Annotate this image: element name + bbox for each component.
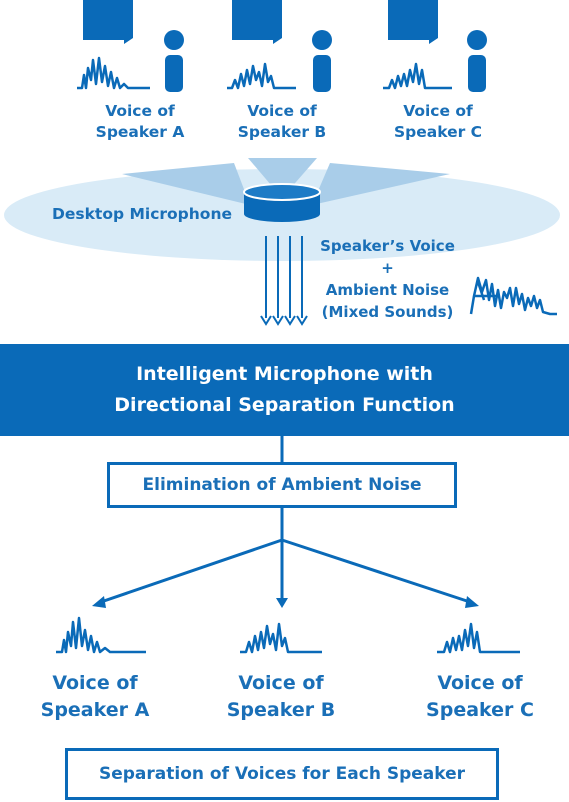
mixed-line3: Ambient Noise (325, 281, 450, 299)
speaker-a-icon (83, 0, 184, 92)
branch-arrows (97, 508, 474, 605)
speaker-b-icon (232, 0, 332, 92)
speaker-c-icon (388, 0, 487, 92)
speaker-a-label-line1: Voice of (105, 102, 175, 120)
main-box-line1: Intelligent Microphone with (136, 363, 433, 385)
speaker-c-label-line2: Speaker C (393, 123, 483, 141)
output-speaker-b-line2: Speaker B (226, 699, 336, 721)
output-speaker-a-line1: Voice of (52, 672, 138, 694)
output-speaker-b-label: Voice of Speaker B (206, 670, 356, 724)
mixed-sound-arrows (260, 236, 308, 326)
speaker-b-label: Voice of Speaker B (217, 101, 347, 143)
intelligent-microphone-box: Intelligent Microphone with Directional … (0, 344, 569, 436)
mixed-sounds-label: Speaker’s Voice + Ambient Noise (Mixed S… (305, 235, 470, 323)
waveform-c-icon (383, 62, 452, 90)
elimination-box: Elimination of Ambient Noise (107, 462, 457, 508)
beam-left (122, 163, 250, 205)
output-speaker-a-label: Voice of Speaker A (20, 670, 170, 724)
beam-center (248, 158, 317, 198)
speaker-c-label: Voice of Speaker C (373, 101, 503, 143)
mixed-line2: + (381, 259, 394, 277)
output-speaker-b-line1: Voice of (238, 672, 324, 694)
waveform-a-icon (77, 56, 150, 90)
speaker-a-label-line2: Speaker A (95, 123, 185, 141)
arrowheads (92, 596, 479, 608)
desktop-microphone-label: Desktop Microphone (52, 205, 233, 223)
beam-right (312, 163, 450, 205)
mixed-line1: Speaker’s Voice (320, 237, 455, 255)
waveform-b-icon (227, 62, 296, 90)
output-speaker-a-line2: Speaker A (40, 699, 150, 721)
output-waveform-a-icon (56, 616, 146, 654)
output-speaker-c-line1: Voice of (437, 672, 523, 694)
mixed-line4: (Mixed Sounds) (321, 303, 454, 321)
output-speaker-c-label: Voice of Speaker C (405, 670, 555, 724)
speaker-a-label: Voice of Speaker A (75, 101, 205, 143)
output-speaker-c-line2: Speaker C (426, 699, 534, 721)
desktop-microphone-icon (243, 183, 321, 222)
speaker-b-label-line1: Voice of (247, 102, 317, 120)
separation-box: Separation of Voices for Each Speaker (65, 748, 499, 800)
main-box-line2: Directional Separation Function (114, 394, 455, 416)
output-waveform-c-icon (437, 622, 520, 654)
speaker-c-label-line1: Voice of (403, 102, 473, 120)
speaker-b-label-line2: Speaker B (237, 123, 327, 141)
output-waveform-b-icon (240, 622, 322, 654)
mixed-waveform-icon (469, 276, 557, 316)
